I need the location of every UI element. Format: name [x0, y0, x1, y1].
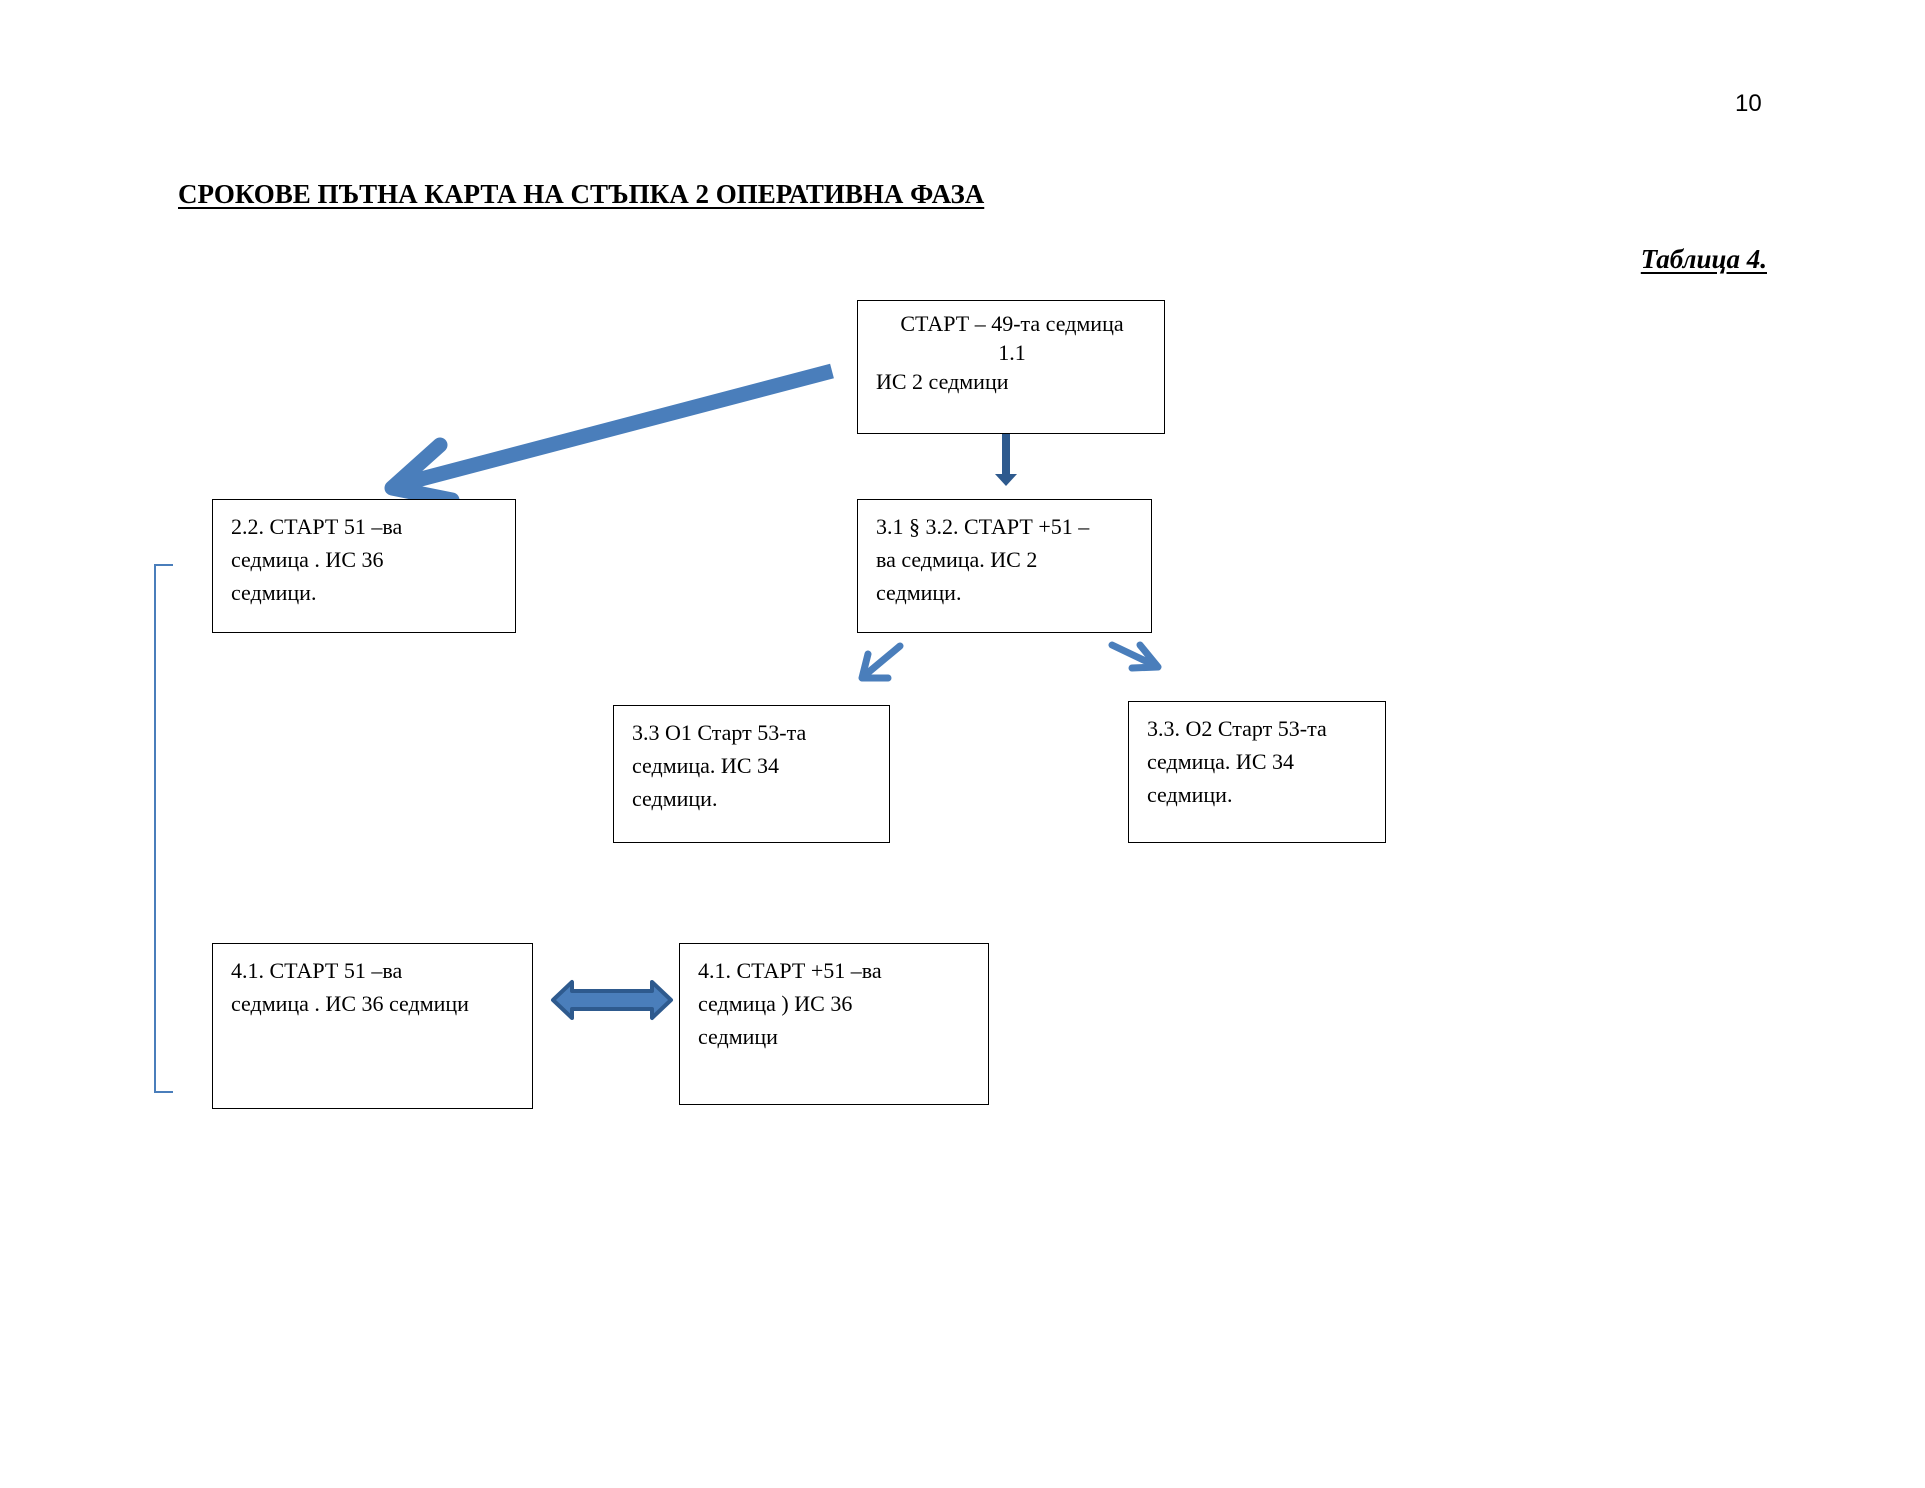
node-4-1-right: 4.1. СТАРТ +51 –ва седмица ) ИС 36 седми…: [679, 943, 989, 1105]
node-2-2-line-3: седмици.: [231, 580, 317, 605]
node-3-3-o1: 3.3 О1 Старт 53-та седмица. ИС 34 седмиц…: [613, 705, 890, 843]
node-3-3-o1-line-3: седмици.: [632, 786, 718, 811]
node-start: СТАРТ – 49-та седмица 1.1 ИС 2 седмици: [857, 300, 1165, 434]
node-2-2-line-2: седмица . ИС 36: [231, 547, 384, 572]
node-start-line-1: СТАРТ – 49-та седмица: [900, 311, 1124, 336]
node-4-1-right-line-2: седмица ) ИС 36: [698, 991, 853, 1016]
node-3-3-o1-line-2: седмица. ИС 34: [632, 753, 779, 778]
node-4-1-left-line-2: седмица . ИС 36 седмици: [231, 991, 469, 1016]
double-arrow-4-1: [551, 980, 673, 1020]
node-3-3-o2-line-1: 3.3. О2 Старт 53-та: [1147, 716, 1327, 741]
node-3-3-o1-line-1: 3.3 О1 Старт 53-та: [632, 720, 807, 745]
table-label: Таблица 4.: [1640, 244, 1767, 274]
left-bracket: [154, 564, 173, 1093]
node-start-line-2: 1.1: [998, 340, 1026, 365]
arrow-start-to-3-1: [995, 432, 1017, 486]
page-number: 10: [1735, 90, 1762, 117]
node-start-line-3: ИС 2 седмици: [876, 369, 1009, 394]
arrow-3-1-to-3-3-o2: [1108, 641, 1162, 672]
arrow-3-1-to-3-3-o1: [858, 642, 904, 682]
node-3-1-line-1: 3.1 § 3.2. СТАРТ +51 –: [876, 514, 1090, 539]
node-4-1-left: 4.1. СТАРТ 51 –ва седмица . ИС 36 седмиц…: [212, 943, 533, 1109]
document-title: СРОКОВЕ ПЪТНА КАРТА НА СТЪПКА 2 ОПЕРАТИВ…: [178, 179, 985, 209]
node-3-3-o2: 3.3. О2 Старт 53-та седмица. ИС 34 седми…: [1128, 701, 1386, 843]
node-3-1-line-2: ва седмица. ИС 2: [876, 547, 1038, 572]
node-3-1: 3.1 § 3.2. СТАРТ +51 – ва седмица. ИС 2 …: [857, 499, 1152, 633]
node-3-3-o2-line-2: седмица. ИС 34: [1147, 749, 1294, 774]
node-2-2: 2.2. СТАРТ 51 –ва седмица . ИС 36 седмиц…: [212, 499, 516, 633]
node-3-1-line-3: седмици.: [876, 580, 962, 605]
node-3-3-o2-line-3: седмици.: [1147, 782, 1233, 807]
node-4-1-right-line-1: 4.1. СТАРТ +51 –ва: [698, 958, 882, 983]
node-2-2-line-1: 2.2. СТАРТ 51 –ва: [231, 514, 403, 539]
node-4-1-left-line-1: 4.1. СТАРТ 51 –ва: [231, 958, 403, 983]
node-4-1-right-line-3: седмици: [698, 1024, 778, 1049]
arrow-start-to-2-2: [384, 363, 834, 508]
